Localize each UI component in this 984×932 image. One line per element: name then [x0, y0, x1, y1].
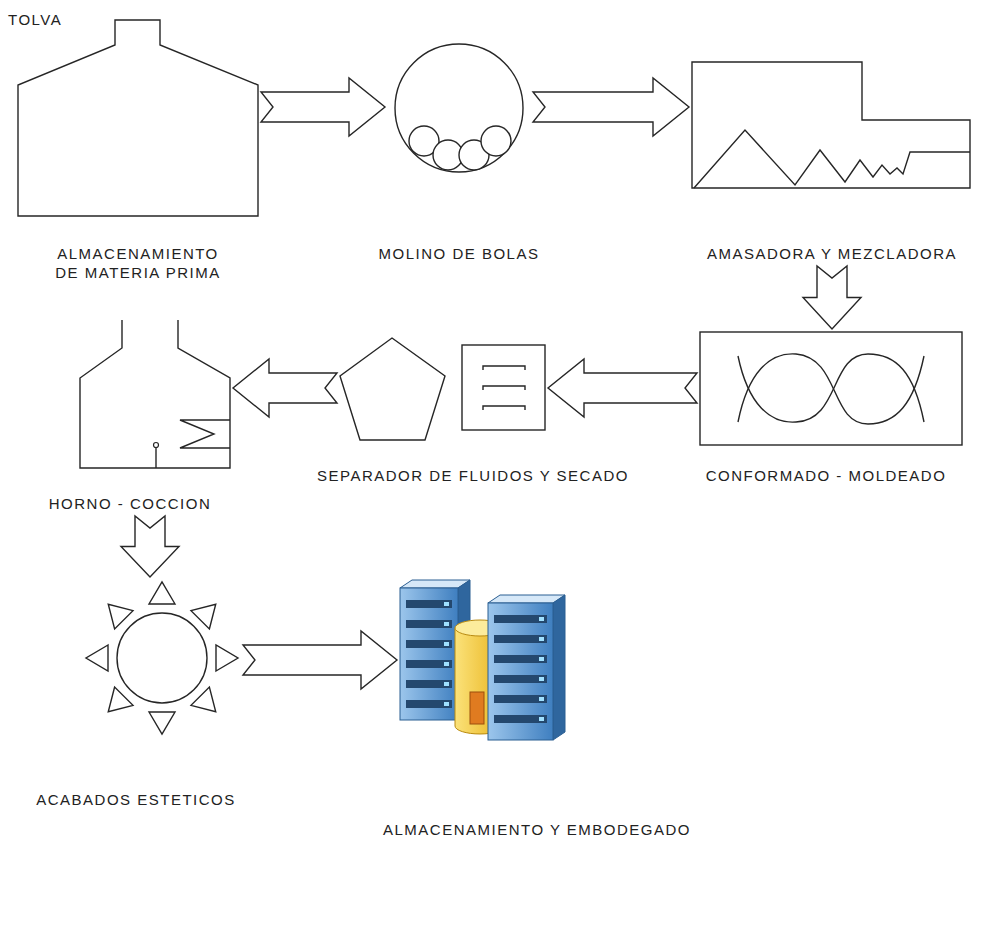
- step-label: MOLINO DE BOLAS: [379, 244, 540, 263]
- server-light: [539, 697, 544, 701]
- flow-arrow: [533, 78, 689, 136]
- separator-dryer-shape: [340, 338, 545, 440]
- kiln: HORNO - COCCION: [80, 320, 230, 468]
- ball-mill-shape: [388, 43, 530, 173]
- server-light: [539, 677, 544, 681]
- mill-ball: [481, 126, 511, 156]
- dryer-pentagon: [340, 338, 445, 440]
- step-label: ALMACENAMIENTO DE MATERIA PRIMA: [48, 244, 228, 282]
- flow-arrow: [803, 266, 861, 329]
- separator-tray: [483, 386, 525, 390]
- part-label: TOLVA: [8, 10, 62, 29]
- server-light: [539, 617, 544, 621]
- kneader-mixer-shape: [692, 62, 970, 188]
- server-light: [539, 717, 544, 721]
- kneader-blade: [694, 130, 970, 188]
- hopper-storage-shape: [18, 20, 258, 216]
- flow-arrow: [243, 631, 397, 689]
- server-slot: [406, 600, 452, 608]
- server-top: [488, 595, 565, 603]
- server-light: [539, 637, 544, 641]
- server-slot: [494, 715, 547, 723]
- finish-circle: [117, 613, 207, 703]
- step-label: AMASADORA Y MEZCLADORA: [707, 244, 957, 263]
- finish-ray: [86, 645, 108, 671]
- molding-box-shape: [700, 332, 962, 445]
- database-door: [470, 692, 484, 724]
- finish-ray: [216, 645, 238, 671]
- server-slot: [406, 620, 452, 628]
- step-label: ACABADOS ESTETICOS: [36, 790, 236, 809]
- hopper-outline: [18, 20, 258, 216]
- finishing-sun-shape: [84, 580, 240, 736]
- server-slot: [406, 640, 452, 648]
- server-slot: [494, 695, 547, 703]
- server-front: [488, 603, 553, 740]
- mold-curve: [738, 354, 924, 424]
- molding-box: CONFORMADO - MOLDEADO: [700, 332, 962, 445]
- ball-mill: MOLINO DE BOLAS: [388, 43, 530, 173]
- server-slot: [494, 655, 547, 663]
- kiln-shape: [80, 320, 230, 468]
- mold-curve: [738, 354, 924, 422]
- heating-coil: [180, 420, 230, 448]
- kneader-outline: [692, 62, 970, 188]
- mill-drum: [395, 44, 523, 172]
- server-side: [553, 595, 565, 740]
- finish-ray: [191, 604, 216, 629]
- separator-tray: [483, 366, 525, 370]
- kneader-mixer: AMASADORA Y MEZCLADORA: [692, 62, 970, 188]
- server-light: [444, 622, 449, 626]
- step-label: SEPARADOR DE FLUIDOS Y SECADO: [317, 466, 629, 485]
- server-front: [400, 588, 458, 720]
- storage-servers-shape: [400, 580, 565, 740]
- server-slot: [494, 615, 547, 623]
- server-light: [444, 602, 449, 606]
- burner-stem: [155, 448, 156, 468]
- flow-arrow: [261, 78, 385, 136]
- flow-arrow: [548, 359, 697, 417]
- server-light: [444, 682, 449, 686]
- storage-servers: ALMACENAMIENTO Y EMBODEGADO: [400, 580, 565, 740]
- server-light: [539, 657, 544, 661]
- flow-arrow: [233, 359, 337, 417]
- finish-ray: [149, 582, 175, 604]
- server-slot: [406, 700, 452, 708]
- molder-outline: [700, 332, 962, 445]
- step-label: ALMACENAMIENTO Y EMBODEGADO: [383, 820, 691, 839]
- step-label: CONFORMADO - MOLDEADO: [706, 466, 947, 485]
- separator-tray: [483, 406, 525, 410]
- server-light: [444, 662, 449, 666]
- server-slot: [494, 635, 547, 643]
- server-slot: [494, 675, 547, 683]
- server-light: [444, 702, 449, 706]
- finish-ray: [108, 687, 133, 712]
- finishing-sun: ACABADOS ESTETICOS: [84, 580, 240, 736]
- separator-dryer: SEPARADOR DE FLUIDOS Y SECADO: [340, 338, 545, 440]
- separator-box: [462, 345, 545, 430]
- server-light: [444, 642, 449, 646]
- flow-arrow: [121, 516, 179, 577]
- finish-ray: [191, 687, 216, 712]
- server-slot: [406, 680, 452, 688]
- finish-ray: [149, 712, 175, 734]
- finish-ray: [108, 604, 133, 629]
- kiln-outline: [80, 320, 230, 468]
- burner-dot: [154, 443, 159, 448]
- step-label: HORNO - COCCION: [49, 494, 212, 513]
- hopper-storage: TOLVAALMACENAMIENTO DE MATERIA PRIMA: [18, 20, 258, 216]
- server-slot: [406, 660, 452, 668]
